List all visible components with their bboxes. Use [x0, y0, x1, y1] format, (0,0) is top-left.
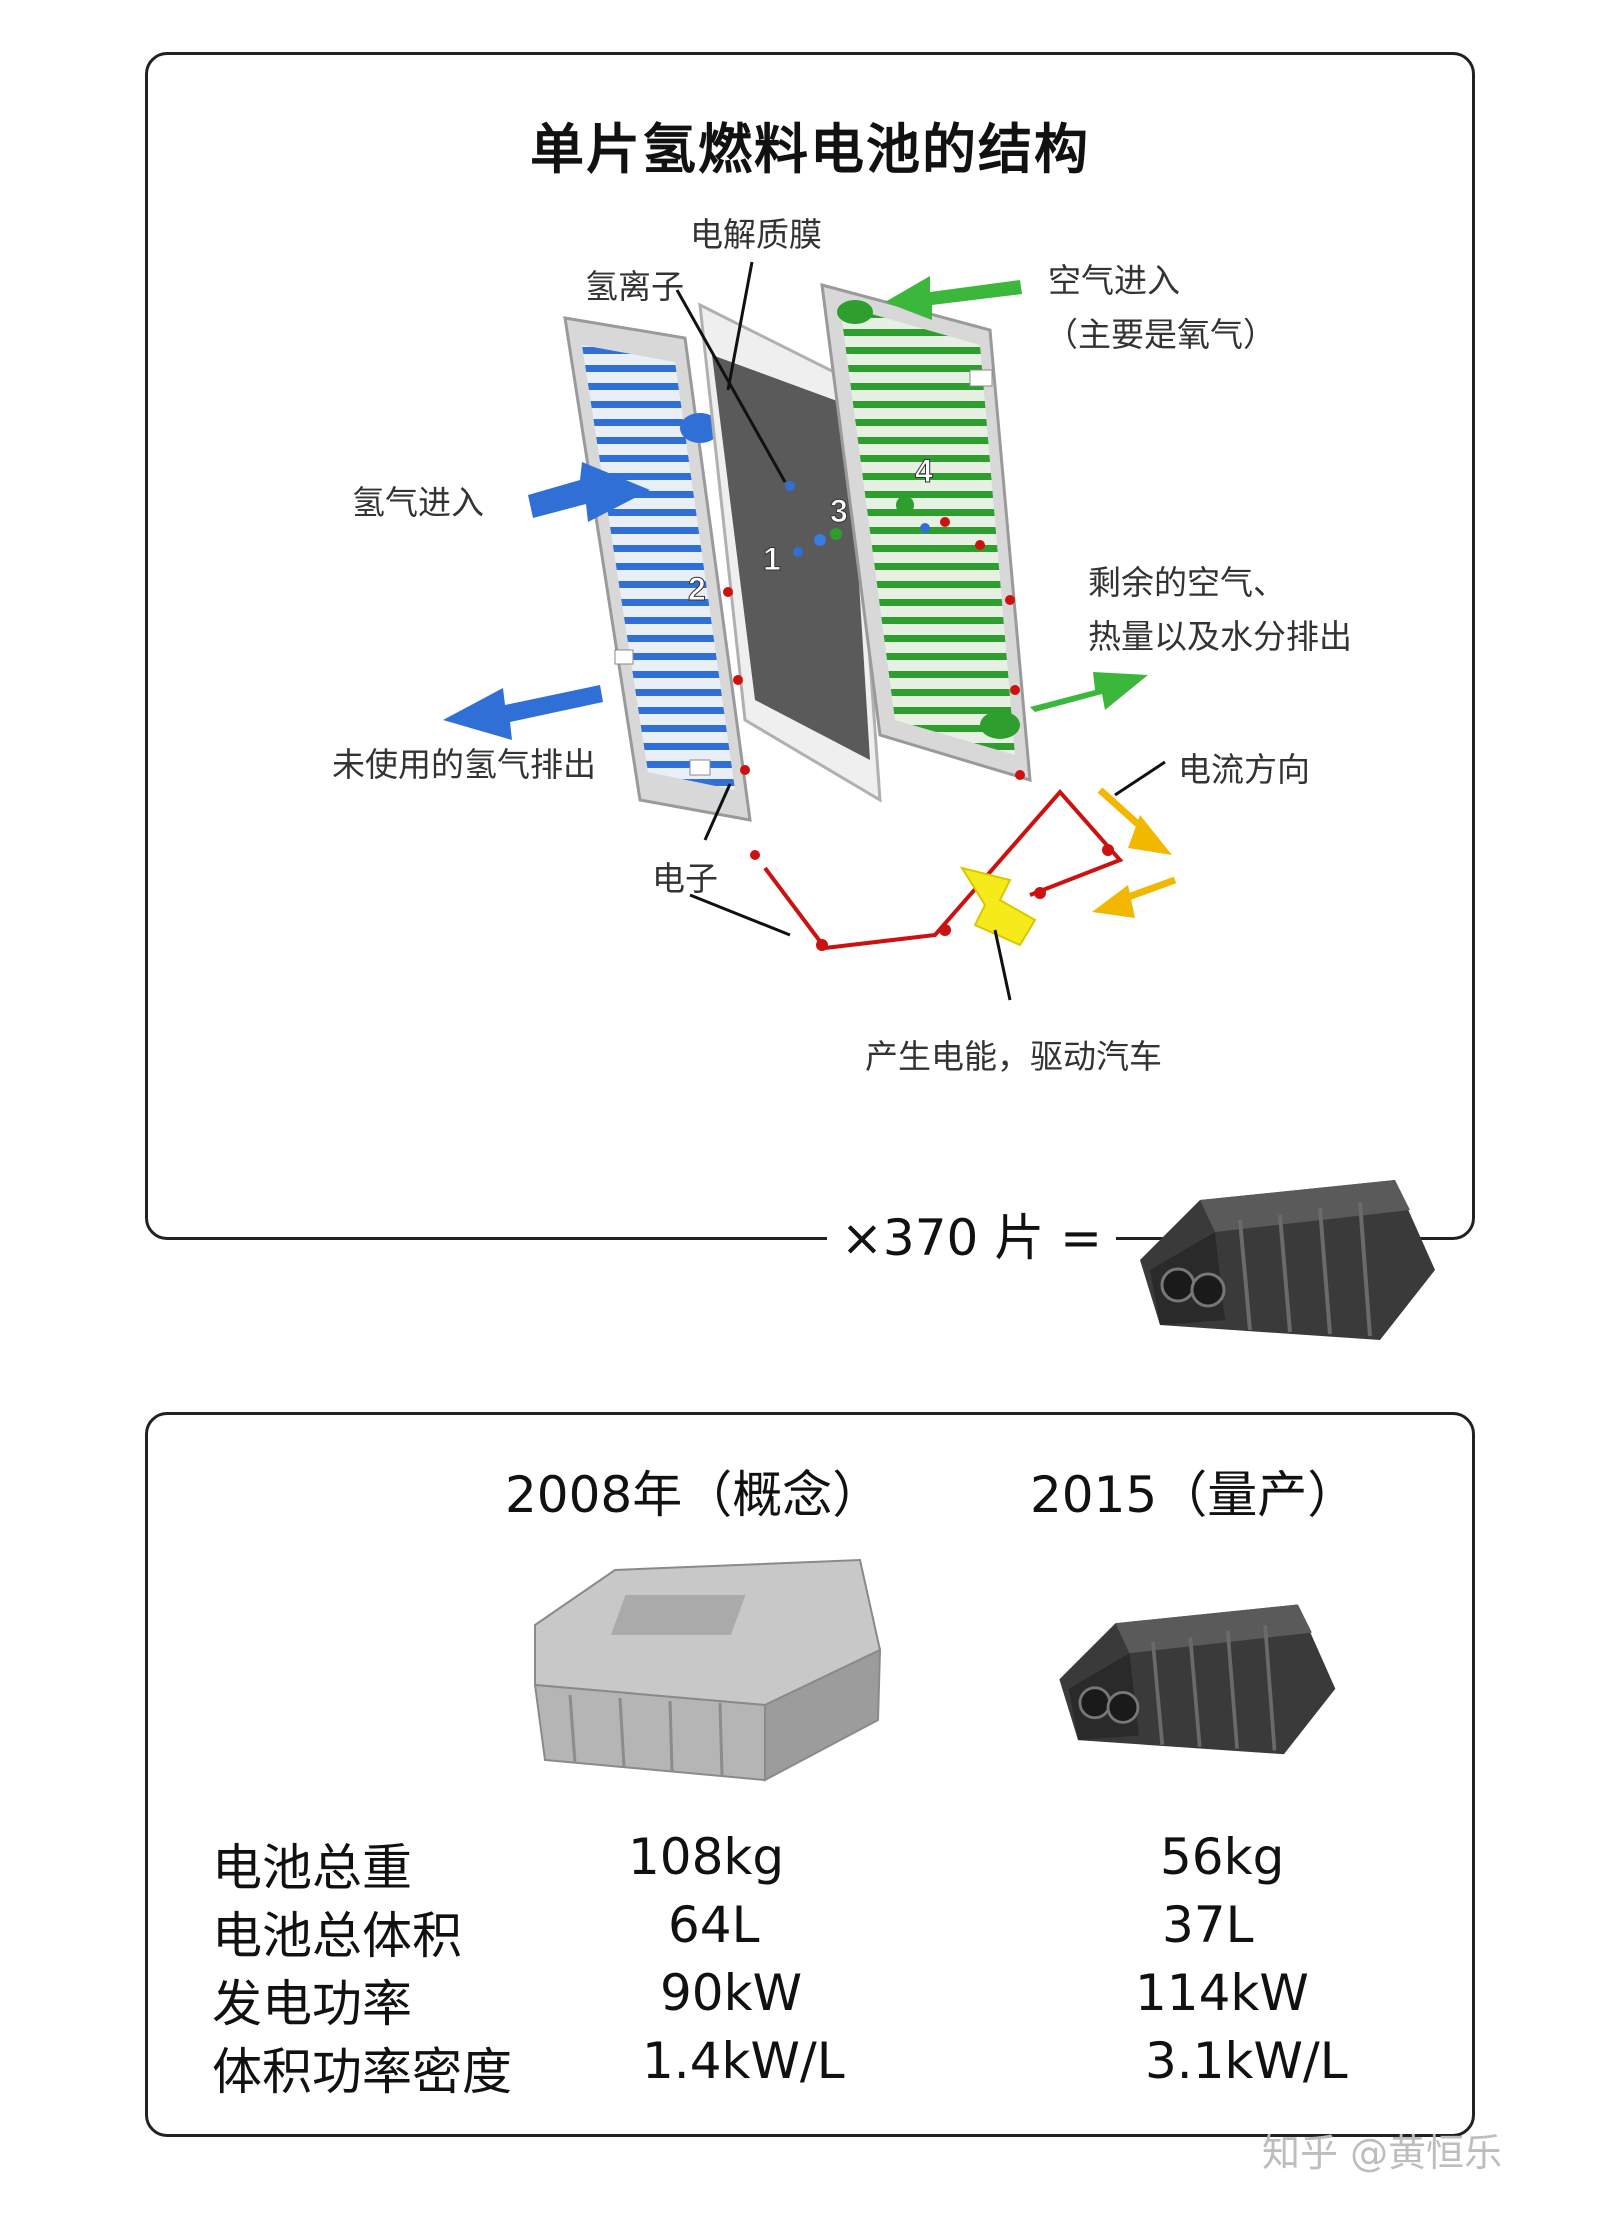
label-power: 产生电能，驱动汽车	[865, 1037, 1162, 1076]
label-hydrogen-ion: 氢离子	[585, 267, 684, 306]
label-current-direction: 电流方向	[1178, 750, 1310, 789]
row-label-power: 发电功率	[212, 1975, 412, 2033]
anode-inlet-port	[680, 413, 720, 443]
stack-2015-image	[1140, 1180, 1435, 1340]
row-2015-weight: 56kg	[1160, 1828, 1285, 1886]
label-exhaust-line2: 热量以及水分排出	[1088, 617, 1352, 656]
row-2015-power: 114kW	[1135, 1964, 1309, 2022]
row-2008-weight: 108kg	[628, 1828, 785, 1886]
leader-lines	[675, 261, 1166, 1001]
cathode-inlet-port	[837, 300, 873, 324]
marker-4: 4	[915, 453, 933, 489]
current-direction-arrows	[1092, 787, 1177, 918]
marker-2: 2	[688, 571, 706, 607]
row-2008-density: 1.4kW/L	[642, 2032, 845, 2090]
label-electron: 电子	[652, 859, 718, 898]
row-2008-power: 90kW	[660, 1964, 803, 2022]
particle-dot	[814, 534, 826, 546]
hydrogen-in-arrow	[528, 462, 650, 522]
stack-2008-image	[533, 1558, 882, 1782]
particle-dot	[940, 517, 950, 527]
hydrogen-out-arrow	[443, 685, 603, 740]
label-unused-hydrogen: 未使用的氢气排出	[332, 745, 596, 784]
label-membrane: 电解质膜	[690, 215, 822, 254]
electron-dots	[723, 540, 1025, 860]
electron-circuit	[763, 788, 1124, 951]
anode-plate	[563, 316, 752, 822]
marker-1: 1	[763, 541, 781, 577]
particle-dot	[793, 547, 803, 557]
row-2008-volume: 64L	[668, 1896, 760, 1954]
row-2015-density: 3.1kW/L	[1145, 2032, 1348, 2090]
particle-dot	[920, 523, 930, 533]
comparison-panel	[145, 1412, 1475, 2137]
row-label-density: 体积功率密度	[212, 2043, 512, 2101]
header-2015: 2015（量产）	[1030, 1466, 1358, 1524]
label-air-in-note: （主要是氧气）	[1045, 315, 1276, 354]
oxygen-particle	[896, 496, 914, 514]
membrane-plate	[698, 302, 882, 803]
row-2015-volume: 37L	[1162, 1896, 1254, 1954]
air-out-arrow	[1030, 672, 1148, 712]
stack-2015-image	[1059, 1604, 1336, 1755]
diagram-title: 单片氢燃料电池的结构	[530, 118, 1090, 181]
row-label-volume: 电池总体积	[212, 1907, 462, 1965]
marker-3: 3	[830, 493, 848, 529]
watermark: 知乎 @黄恒乐	[1262, 2131, 1503, 2175]
air-in-arrow	[885, 276, 1022, 320]
label-air-in: 空气进入	[1048, 261, 1180, 300]
header-2008: 2008年（概念）	[505, 1466, 883, 1524]
label-exhaust-line1: 剩余的空气、	[1088, 563, 1286, 602]
lightning-bolt-icon	[959, 866, 1037, 947]
particle-dot	[785, 481, 795, 491]
cathode-outlet-port	[980, 711, 1020, 739]
row-label-weight: 电池总重	[212, 1839, 412, 1897]
label-hydrogen-in: 氢气进入	[352, 483, 484, 522]
stack-equation: ×370 片 =	[827, 1198, 1117, 1270]
particle-dot	[830, 528, 842, 540]
